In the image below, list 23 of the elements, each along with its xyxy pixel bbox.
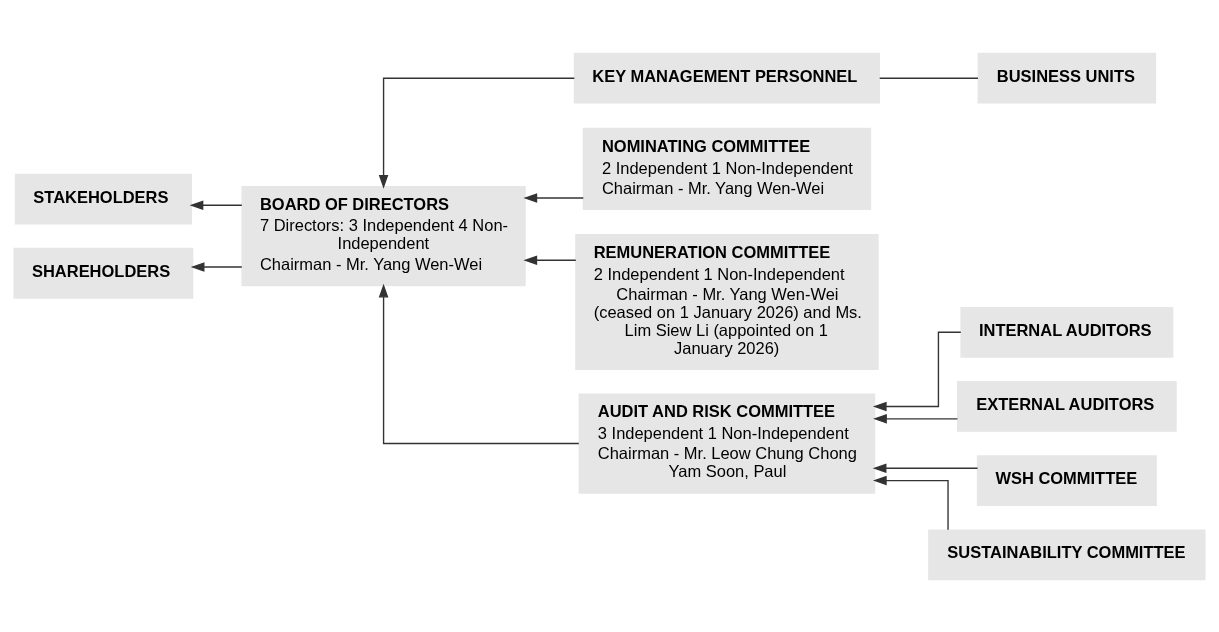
node-box: SUSTAINABILITY COMMITTEE bbox=[928, 528, 1206, 580]
arrow bbox=[190, 261, 243, 272]
arrow bbox=[523, 192, 584, 203]
connector bbox=[879, 77, 979, 79]
node-box: BUSINESS UNITS bbox=[977, 52, 1157, 104]
node-box: REMUNERATION COMMITTEE 2 Independent 1 Non-Independent Chairman - Mr. Yang Wen-Wei (ceased on 1 January 2026) and Ms. Lim Siew Li (appointed on 1 January 2026) bbox=[575, 233, 879, 370]
node-box: STAKEHOLDERS bbox=[14, 173, 192, 224]
node-box: NOMINATING COMMITTEE 2 Independent 1 Non-Independent Chairman - Mr. Yang Wen-Wei bbox=[582, 127, 872, 210]
arrow bbox=[872, 331, 962, 411]
arrow bbox=[523, 254, 577, 265]
node-box: BOARD OF DIRECTORS 7 Directors: 3 Independent 4 Non-Independent Chairman - Mr. Yang Wen-Wei bbox=[241, 185, 526, 286]
arrow bbox=[189, 199, 243, 210]
arrow bbox=[378, 283, 580, 444]
node-box: AUDIT AND RISK COMMITTEE 3 Independent 1 Non-Independent Chairman - Mr. Leow Chung Chong Yam Soon, Paul bbox=[578, 392, 876, 494]
node-box: SHAREHOLDERS bbox=[13, 247, 194, 299]
node-box: WSH COMMITTEE bbox=[976, 454, 1157, 506]
node-box: INTERNAL AUDITORS bbox=[960, 306, 1174, 358]
arrow bbox=[872, 462, 979, 473]
arrow bbox=[872, 475, 949, 530]
arrow bbox=[378, 77, 575, 189]
node-box: KEY MANAGEMENT PERSONNEL bbox=[573, 52, 881, 104]
node-box: EXTERNAL AUDITORS bbox=[956, 380, 1177, 432]
arrow bbox=[873, 413, 959, 424]
